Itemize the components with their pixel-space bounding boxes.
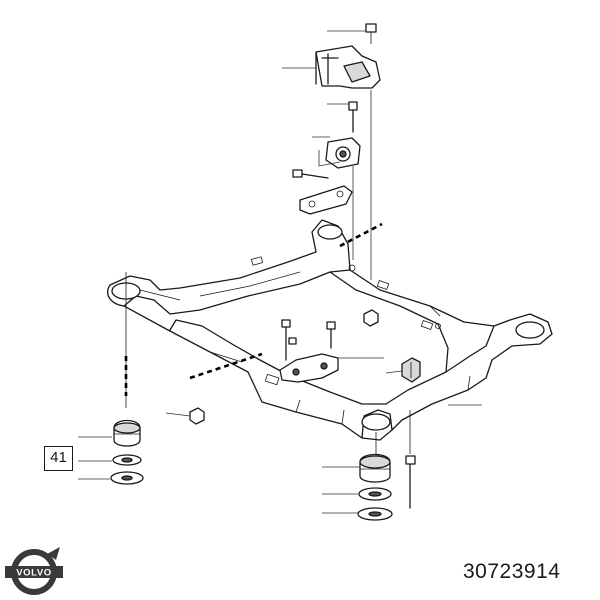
- subframe-body: [107, 219, 553, 441]
- center-link: [279, 319, 339, 383]
- reference-label-box: 41: [44, 446, 73, 471]
- rear-mount-hole: [317, 224, 343, 240]
- brand-name: VOLVO: [16, 568, 52, 579]
- right-bushing: [401, 357, 421, 383]
- part-number: 30723914: [463, 560, 561, 583]
- torque-rod-bracket: [325, 101, 361, 169]
- front-mount-stack: [357, 432, 393, 521]
- leader-lines: [78, 30, 482, 514]
- left-mount-stack: [110, 272, 144, 485]
- link-plate: [292, 169, 353, 215]
- upper-mount-bracket: [315, 23, 381, 89]
- volvo-arrow-icon: [47, 547, 60, 560]
- nut-lower: [189, 407, 205, 425]
- front-mount-hole: [361, 413, 391, 431]
- long-bolt: [405, 410, 416, 509]
- section-marks: [124, 222, 383, 396]
- volvo-logo: VOLVO: [5, 547, 63, 595]
- reference-label: 41: [50, 449, 67, 466]
- right-mount-hole: [515, 321, 545, 339]
- nut-upper: [363, 309, 379, 327]
